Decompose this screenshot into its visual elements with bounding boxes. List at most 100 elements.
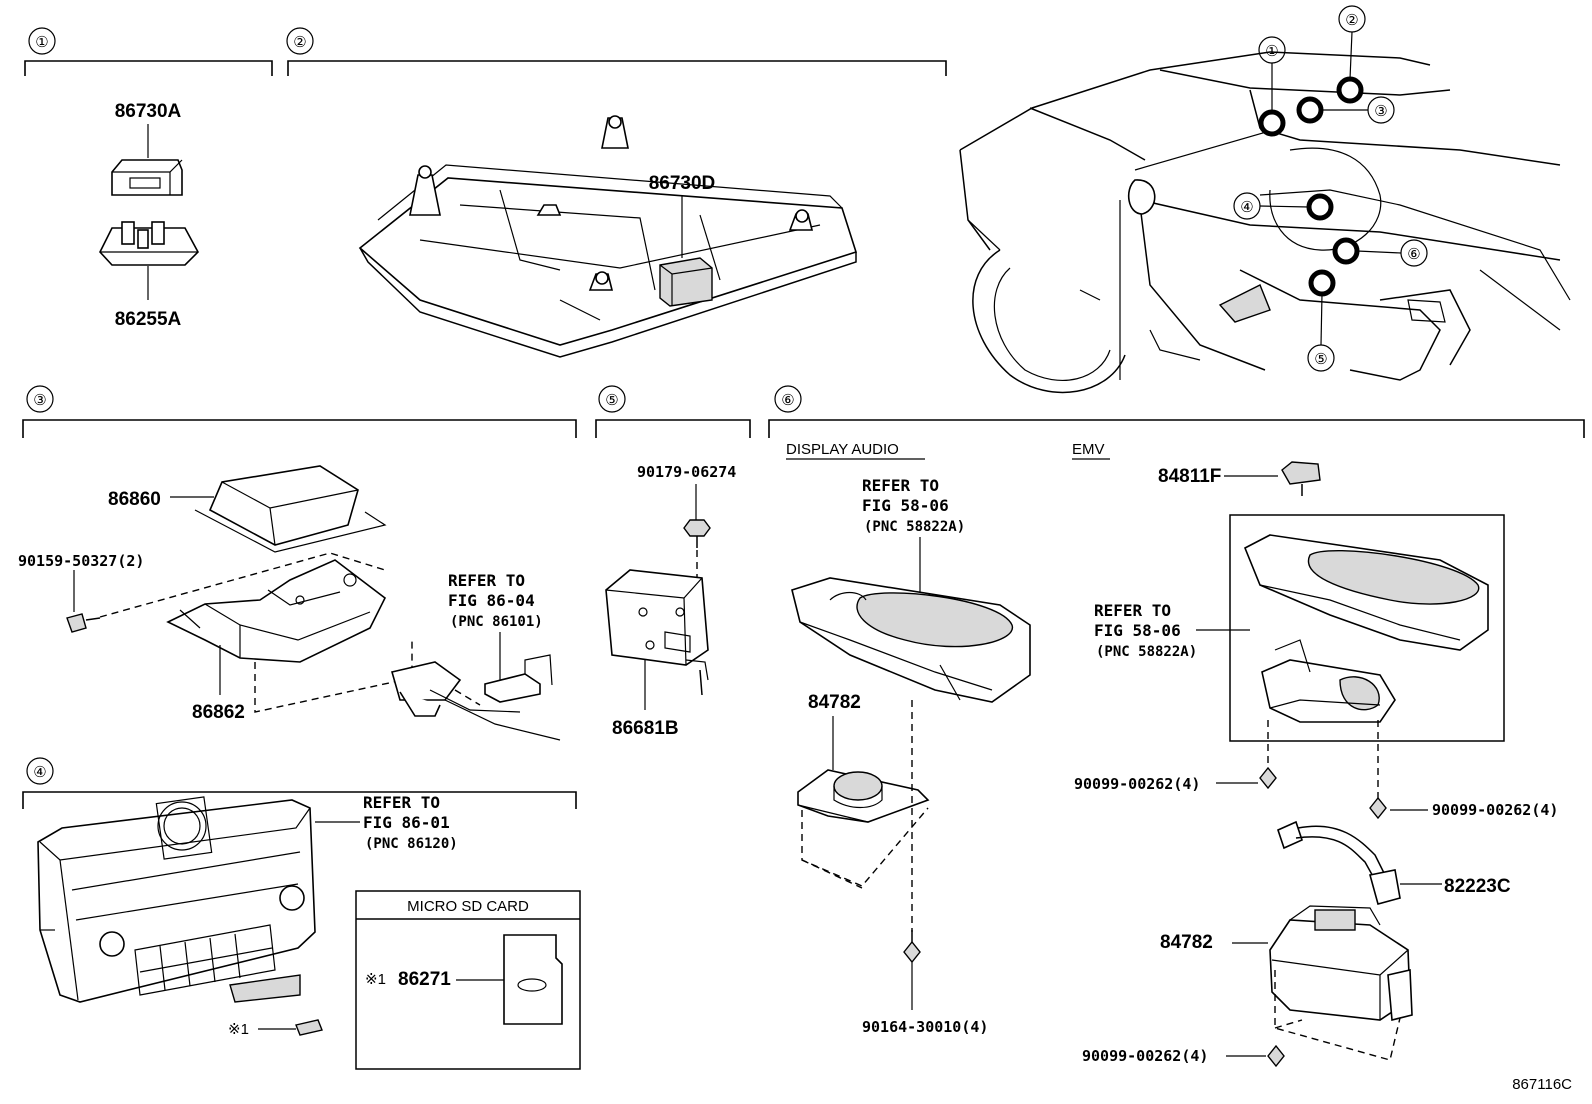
location-marker-5 <box>1308 269 1336 297</box>
section-3-bracket <box>22 419 577 438</box>
section-4-bracket <box>22 791 577 809</box>
ref-86-04-line2: FIG 86-04 <box>448 591 535 610</box>
vehicle-interior-illustration <box>959 51 1571 394</box>
switch-base-illustration <box>99 221 199 266</box>
ref-58-06-b-line1: REFER TO <box>1094 601 1171 620</box>
callout-1-label: ① <box>1265 43 1278 60</box>
sensor-module-illustration <box>194 465 387 553</box>
part-number-90159-50327: 90159-50327(2) <box>18 552 144 570</box>
location-marker-1 <box>1258 109 1286 137</box>
section-2-circle <box>286 27 314 55</box>
nut-90179-illustration <box>683 519 711 548</box>
ecu-86681B-illustration <box>605 569 709 696</box>
part-number-90179-06274: 90179-06274 <box>637 463 736 481</box>
ref-58-06-a-pnc: (PNC 58822A) <box>864 519 965 535</box>
section-6-group: ⑥ <box>768 385 1585 438</box>
console-box-a-illustration <box>791 577 1031 703</box>
controller-84782-b-illustration <box>1269 905 1413 1022</box>
part-number-90099-00262-b: 90099-00262(4) <box>1432 801 1558 819</box>
ref-58-06-b-pnc: (PNC 58822A) <box>1096 644 1197 660</box>
ref-58-06-a-line2: FIG 58-06 <box>862 496 949 515</box>
note-mark-panel: ※1 <box>228 1021 249 1038</box>
part-number-86681B: 86681B <box>612 718 679 739</box>
sd-card-slot-illustration <box>295 1019 323 1036</box>
header-display-audio: DISPLAY AUDIO <box>786 441 899 458</box>
section-1-group: ① <box>24 27 273 76</box>
section-1-label: ① <box>35 34 48 51</box>
section-5-bracket <box>595 419 751 438</box>
note-mark-sd: ※1 <box>365 971 386 988</box>
control-panel-illustration <box>37 796 316 1003</box>
screw-90099-c-illustration <box>1267 1044 1285 1068</box>
callout-3-label: ③ <box>1374 103 1387 120</box>
section-1-bracket <box>24 60 273 76</box>
diagram-id: 867116C <box>1512 1076 1572 1093</box>
section-5-label: ⑤ <box>605 392 618 409</box>
micro-sd-frame <box>355 890 581 1070</box>
sd-card-logo-icon <box>517 978 547 992</box>
harness-82223C-illustration <box>1277 820 1401 905</box>
part-number-86862: 86862 <box>192 702 245 723</box>
section-2-bracket <box>287 60 947 76</box>
callout-5-label: ⑤ <box>1314 351 1327 368</box>
overhead-console-illustration <box>358 115 858 358</box>
section-6-circle <box>774 385 802 413</box>
location-marker-2 <box>1336 76 1364 104</box>
section-5-parts: 90179-06274 86681B <box>605 463 736 739</box>
header-emv: EMV <box>1072 441 1105 458</box>
ref-86-01-line1: REFER TO <box>363 793 440 812</box>
section-1-circle <box>28 27 56 55</box>
section-4-parts: REFER TO FIG 86-01 (PNC 86120) ※1 MICRO … <box>37 793 581 1070</box>
screw-90099-a-illustration <box>1259 766 1277 790</box>
console-box-b-illustration <box>1243 534 1489 651</box>
ref-58-06-b-line2: FIG 58-06 <box>1094 621 1181 640</box>
bolt-90159-illustration <box>66 613 101 633</box>
part-number-84782-b: 84782 <box>1160 932 1213 953</box>
section-3-parts: 86860 90159-50327(2) 86862 <box>18 465 561 741</box>
controller-84782-a-illustration <box>797 769 930 823</box>
part-number-90164-30010: 90164-30010(4) <box>862 1018 988 1036</box>
section-5-circle <box>598 385 626 413</box>
callout-2-label: ② <box>1345 12 1358 29</box>
emv-controller-illustration <box>1261 639 1396 723</box>
section-4-group: ④ <box>22 757 577 809</box>
part-number-82223C: 82223C <box>1444 876 1511 897</box>
section-3-label: ③ <box>33 392 46 409</box>
bracket-86862-illustration <box>166 559 387 663</box>
part-number-86860: 86860 <box>108 489 161 510</box>
ref-86-04-pnc: (PNC 86101) <box>450 614 543 630</box>
part-number-84782-a: 84782 <box>808 692 861 713</box>
section-1-parts: 86730A 86255A <box>99 101 199 330</box>
screw-90099-b-illustration <box>1369 796 1387 820</box>
section-3-circle <box>26 385 54 413</box>
section-4-label: ④ <box>33 764 46 781</box>
section-6-display-audio: DISPLAY AUDIO REFER TO FIG 58-06 (PNC 58… <box>786 441 1031 1036</box>
switch-knob-illustration <box>111 159 183 196</box>
ref-86-04-line1: REFER TO <box>448 571 525 590</box>
location-marker-3 <box>1296 96 1324 124</box>
knob-84811F-illustration <box>1281 461 1321 485</box>
callout-4-label: ④ <box>1240 199 1253 216</box>
part-number-90099-00262-a: 90099-00262(4) <box>1074 775 1200 793</box>
section-6-emv: EMV 84811F REFER TO FIG 58-06 (PNC 58822… <box>1072 441 1558 1068</box>
part-number-86255A: 86255A <box>115 309 182 330</box>
part-number-90099-00262-c: 90099-00262(4) <box>1082 1047 1208 1065</box>
section-2-label: ② <box>293 34 306 51</box>
part-number-84811F: 84811F <box>1158 466 1221 487</box>
micro-sd-box: MICRO SD CARD ※1 86271 <box>355 890 581 1070</box>
section-3-group: ③ <box>22 385 577 438</box>
section-6-label: ⑥ <box>781 392 794 409</box>
micro-sd-title: MICRO SD CARD <box>407 898 529 915</box>
ref-86-01-pnc: (PNC 86120) <box>365 836 458 852</box>
part-number-86730A: 86730A <box>115 101 182 122</box>
location-marker-6 <box>1332 237 1360 265</box>
section-2-parts: 86730D <box>358 115 858 358</box>
wire-harness-illustration <box>390 654 561 741</box>
ref-58-06-a-line1: REFER TO <box>862 476 939 495</box>
section-2-group: ② <box>286 27 947 76</box>
section-5-group: ⑤ <box>595 385 751 438</box>
screw-90164-illustration <box>903 930 921 964</box>
vehicle-overview: ① ② ③ ④ ⑤ ⑥ <box>959 5 1571 394</box>
